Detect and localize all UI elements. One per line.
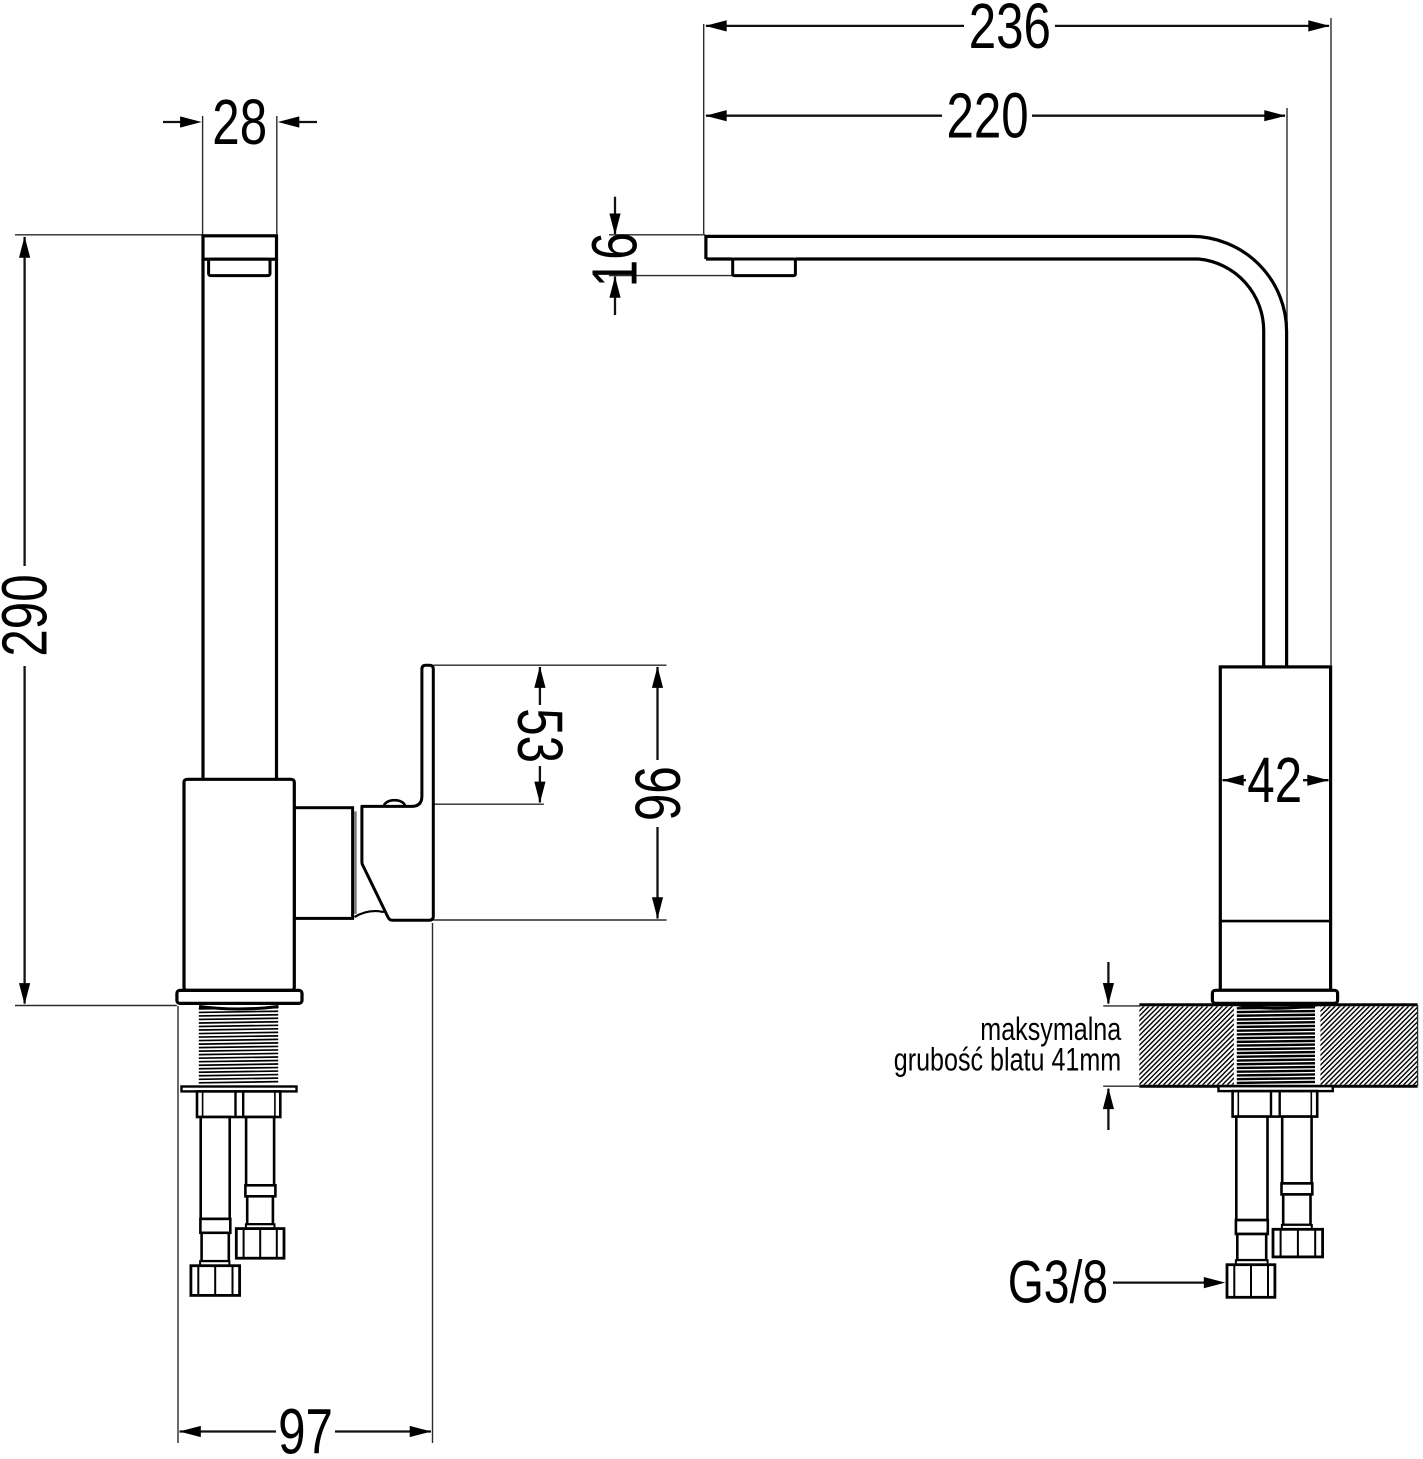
svg-text:236: 236 bbox=[969, 0, 1051, 62]
svg-text:28: 28 bbox=[212, 87, 267, 159]
svg-text:G3/8: G3/8 bbox=[1008, 1249, 1108, 1316]
svg-text:53: 53 bbox=[503, 708, 575, 763]
svg-text:16: 16 bbox=[579, 232, 651, 287]
svg-text:97: 97 bbox=[278, 1396, 333, 1459]
svg-text:42: 42 bbox=[1247, 745, 1302, 817]
svg-text:290: 290 bbox=[0, 574, 61, 656]
svg-text:220: 220 bbox=[946, 81, 1028, 153]
svg-text:grubość blatu 41mm: grubość blatu 41mm bbox=[894, 1042, 1121, 1078]
svg-text:maksymalna: maksymalna bbox=[980, 1012, 1122, 1048]
svg-text:96: 96 bbox=[621, 766, 693, 821]
